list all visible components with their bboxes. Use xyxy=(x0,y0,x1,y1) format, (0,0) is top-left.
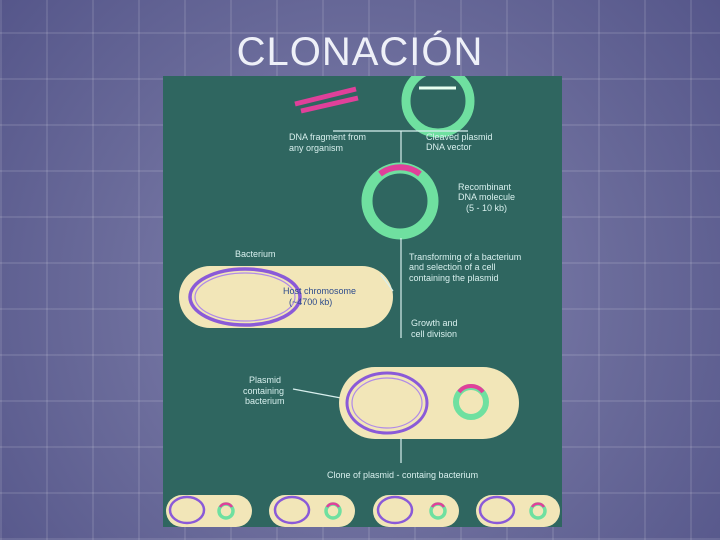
transform-arrow xyxy=(380,274,394,292)
clone-cell xyxy=(166,495,252,527)
dna-fragment-label: DNA fragment from any organism xyxy=(289,132,369,153)
plasmid-bacterium-pointer xyxy=(292,388,342,399)
dna-fragment xyxy=(294,86,359,114)
clone-label: Clone of plasmid - containg bacterium xyxy=(327,470,478,480)
bacterium-label: Bacterium xyxy=(235,249,276,259)
clone-cell xyxy=(373,495,459,527)
host-chromosome-label: Host chromosome (~4700 kb) xyxy=(283,286,359,307)
bacterium xyxy=(179,266,393,328)
join-connector xyxy=(333,130,468,164)
growth-label: Growth and cell division xyxy=(411,318,460,339)
plasmid-bacterium xyxy=(339,367,519,439)
recombinant-plasmid xyxy=(361,162,439,240)
plasmid-vector-label: Cleaved plasmid DNA vector xyxy=(426,132,495,152)
cleaved-plasmid xyxy=(401,76,475,138)
clone-cell xyxy=(476,495,560,527)
clone-bacteria xyxy=(166,495,560,527)
transforming-label: Transforming of a bacterium and selectio… xyxy=(409,252,524,283)
cloning-diagram: DNA fragment from any organism Cleaved p… xyxy=(163,76,562,527)
slide-title: CLONACIÓN xyxy=(236,30,484,74)
recombinant-label: Recombinant DNA molecule (5 - 10 kb) xyxy=(458,182,518,213)
plasmid-bacterium-label: Plasmid containing bacterium xyxy=(243,375,287,406)
clone-cell xyxy=(269,495,355,527)
